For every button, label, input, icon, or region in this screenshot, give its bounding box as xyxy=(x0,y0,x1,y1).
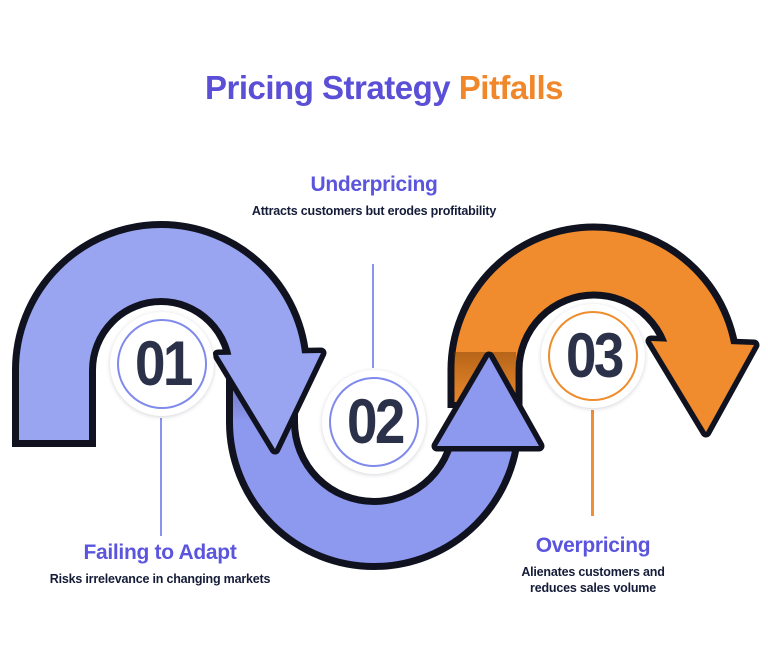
step-3-badge-ring xyxy=(548,311,638,401)
step-1-number: 01 xyxy=(134,328,193,399)
title-space xyxy=(450,69,459,106)
step-3-label: Overpricing xyxy=(535,534,651,557)
arrow-segment-1 xyxy=(11,221,327,455)
step-2-caption: Underpricing Attracts customers but erod… xyxy=(224,172,524,220)
step-3-connector-line xyxy=(591,410,594,516)
page-title: Pricing Strategy Pitfalls xyxy=(0,69,768,106)
arrow-segment-3 xyxy=(447,223,760,438)
step-1-number-badge: 01 xyxy=(110,312,214,416)
step-2-number: 02 xyxy=(346,386,405,457)
step-2-connector-line xyxy=(372,264,374,368)
step-1-badge-ring xyxy=(117,319,207,409)
step-1-connector-line xyxy=(160,418,162,536)
step-1-caption: Failing to Adapt Risks irrelevance in ch… xyxy=(20,540,300,588)
page-title-primary: Pricing Strategy xyxy=(205,69,451,106)
step-2-description: Attracts customers but erodes profitabil… xyxy=(251,204,497,219)
step-2-label: Underpricing xyxy=(310,173,438,196)
step-3-description: Alienates customers and reduces sales vo… xyxy=(521,565,665,595)
step-3-number: 03 xyxy=(565,320,624,391)
step-2-number-badge: 02 xyxy=(322,370,426,474)
step-1-description: Risks irrelevance in changing markets xyxy=(49,572,271,587)
step-2-badge-ring xyxy=(329,377,419,467)
page-title-accent: Pitfalls xyxy=(458,69,564,106)
step-3-caption: Overpricing Alienates customers and redu… xyxy=(473,533,713,596)
step-1-label: Failing to Adapt xyxy=(83,541,237,564)
step-3-number-badge: 03 xyxy=(541,304,645,408)
